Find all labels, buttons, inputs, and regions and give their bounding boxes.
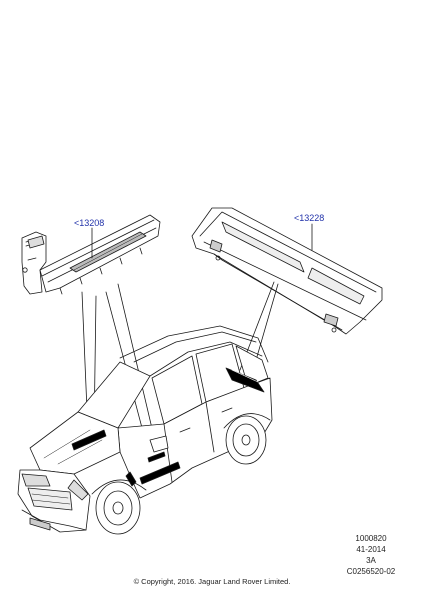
- vehicle-illustration: [17, 325, 273, 535]
- rear-trim-part: [191, 207, 383, 335]
- illustration-id: C0256520-02: [346, 567, 396, 576]
- callout-link-13208[interactable]: <13208: [74, 218, 105, 228]
- copyright-notice: © Copyright, 2016. Jaguar Land Rover Lim…: [133, 577, 291, 586]
- callout-link-13228[interactable]: <13228: [294, 213, 325, 223]
- revision: 3A: [366, 556, 376, 565]
- sill-plate-part: [21, 214, 161, 295]
- drawing-number: 1000820: [355, 534, 387, 543]
- date-code: 41-2014: [356, 545, 386, 554]
